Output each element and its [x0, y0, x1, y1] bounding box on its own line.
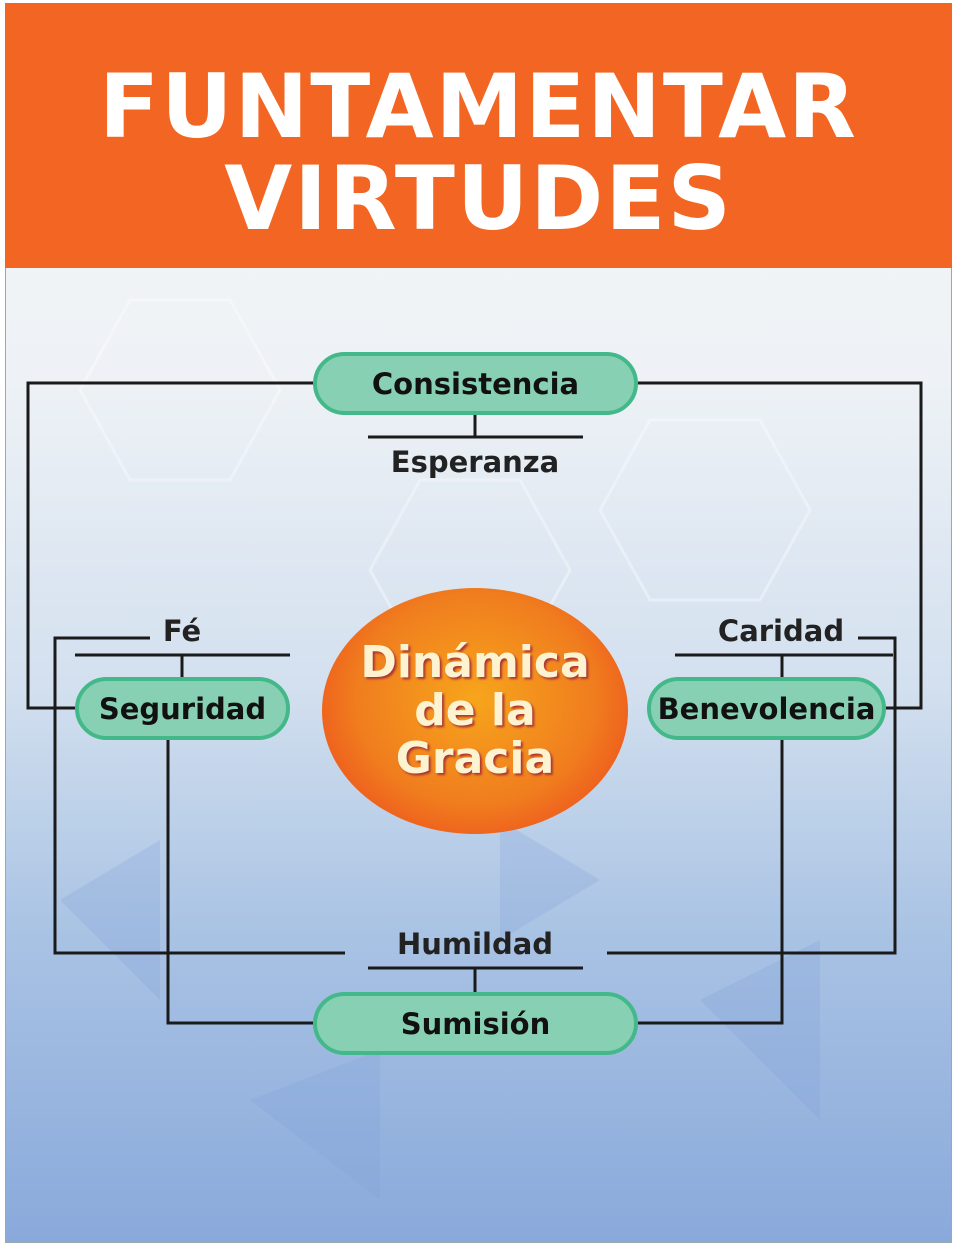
line-fe-humildad — [53, 636, 345, 955]
title-line-2: VIRTUDES — [224, 147, 733, 250]
header-banner: FUNTAMENTAR VIRTUDES — [5, 3, 952, 268]
center-line-3: Gracia — [395, 733, 555, 784]
line-consistencia-seguridad — [26, 381, 313, 710]
node-consistencia: Consistencia — [313, 352, 638, 415]
label-caridad: Caridad — [717, 614, 845, 648]
line-seguridad-sumision — [166, 740, 313, 1025]
center-line-2: de la — [414, 685, 536, 736]
line-caridad-humildad — [607, 636, 897, 955]
node-sumision: Sumisión — [313, 992, 638, 1055]
node-benevolencia: Benevolencia — [647, 677, 886, 740]
line-benevolencia-sumision — [638, 740, 784, 1025]
center-ellipse: Dinámica de la Gracia — [322, 588, 628, 834]
center-line-1: Dinámica — [360, 637, 590, 688]
label-humildad: Humildad — [396, 927, 554, 961]
node-seguridad: Seguridad — [75, 677, 290, 740]
label-esperanza: Esperanza — [390, 445, 560, 479]
label-fe: Fé — [162, 614, 202, 648]
title-line-1: FUNTAMENTAR — [99, 55, 858, 158]
line-consistencia-benevolencia — [638, 381, 923, 710]
